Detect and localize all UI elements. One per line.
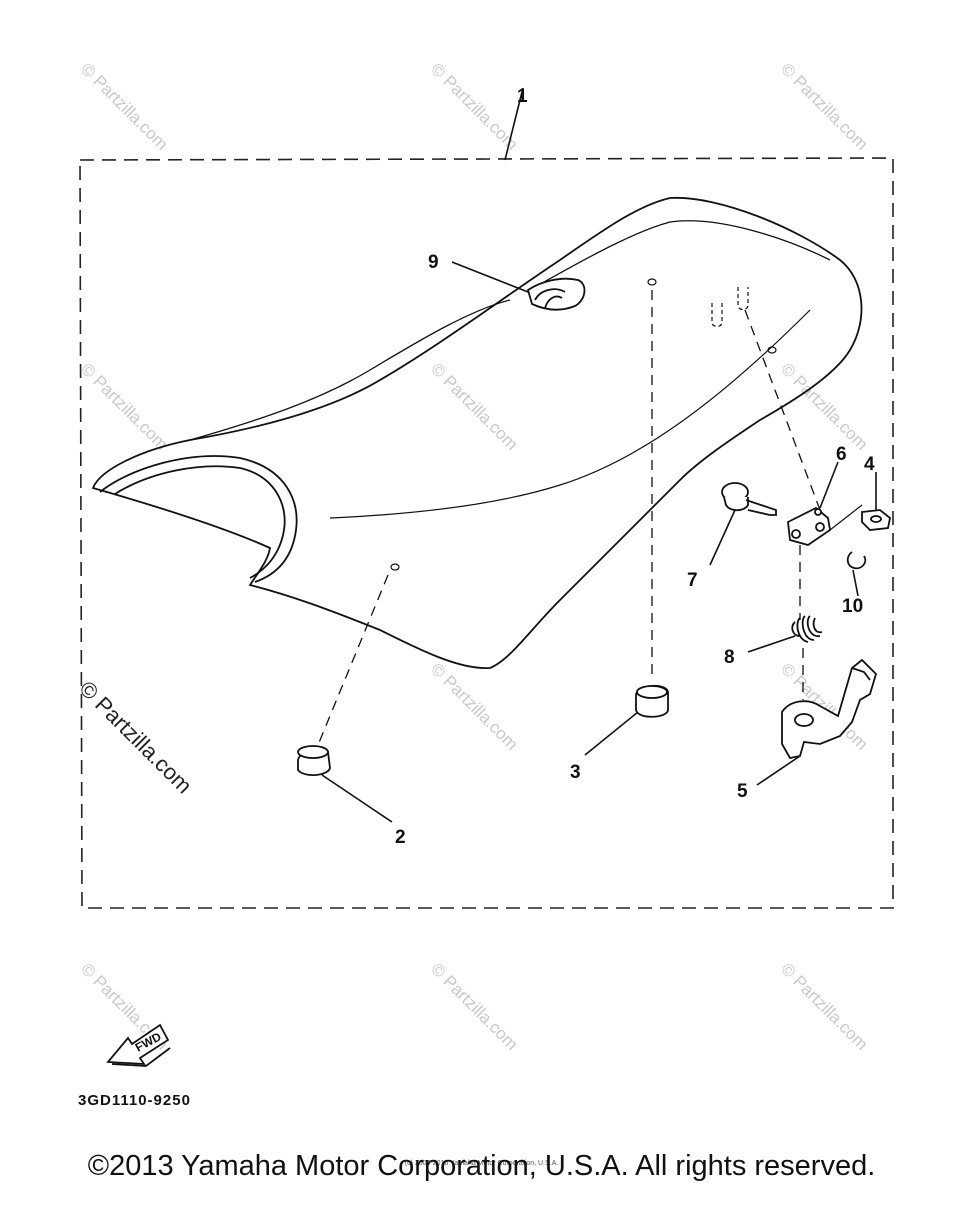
callout-9: 9 (428, 252, 439, 273)
watermark-text: © Partzilla.com (427, 59, 521, 153)
callout-1: 1 (517, 86, 528, 107)
watermark-text: © Partzilla.com (777, 359, 871, 453)
callout-6: 6 (836, 444, 847, 465)
bracket-icon (787, 506, 831, 546)
damper-icon (297, 745, 331, 776)
watermark-text: © Partzilla.com (74, 676, 197, 799)
watermark-text: © Partzilla.com (427, 659, 521, 753)
leader-line-6 (819, 461, 839, 509)
callout-8: 8 (724, 647, 735, 668)
callout-10: 10 (842, 596, 863, 617)
clip-icon (526, 277, 586, 311)
spring-icon (791, 615, 823, 643)
watermark-grid: © Partzilla.com © Partzilla.com © Partzi… (77, 59, 871, 1053)
lever-icon (781, 658, 878, 760)
small-copyright: (c) 2006-2016 Yamaha Motor Corporation, … (404, 1160, 559, 1167)
watermark-text: © Partzilla.com (77, 359, 171, 453)
watermark-text: © Partzilla.com (427, 959, 521, 1053)
part-code: 3GD1110-9250 (78, 1092, 191, 1109)
leader-line-3 (584, 711, 639, 756)
leader-line-7 (709, 509, 736, 566)
circlip-icon (846, 551, 867, 570)
watermark-text: © Partzilla.com (777, 959, 871, 1053)
leader-line-5 (756, 755, 801, 786)
callout-5: 5 (737, 781, 748, 802)
leader-line-4b (829, 504, 863, 531)
leader-line-1 (504, 87, 524, 161)
alignment-lines (317, 290, 821, 746)
hole-markers (390, 278, 777, 571)
watermark-text: © Partzilla.com (427, 359, 521, 453)
watermark-text: © Partzilla.com (777, 59, 871, 153)
leader-line-8 (747, 635, 796, 653)
callout-3: 3 (570, 762, 581, 783)
seat-icon (91, 197, 863, 669)
pin-icon (721, 482, 777, 516)
leader-line-9 (451, 261, 529, 293)
leader-line-10 (852, 569, 859, 597)
nut-icon (861, 509, 891, 531)
damper-icon (635, 685, 669, 718)
assembly-boundary (79, 157, 894, 909)
leader-line-2 (321, 774, 393, 823)
callout-7: 7 (687, 570, 698, 591)
callout-4: 4 (864, 454, 875, 475)
copyright-notice: ©2013 Yamaha Motor Corporation, U.S.A. A… (87, 1150, 876, 1182)
callout-2: 2 (395, 827, 406, 848)
watermark-text: © Partzilla.com (77, 59, 171, 153)
